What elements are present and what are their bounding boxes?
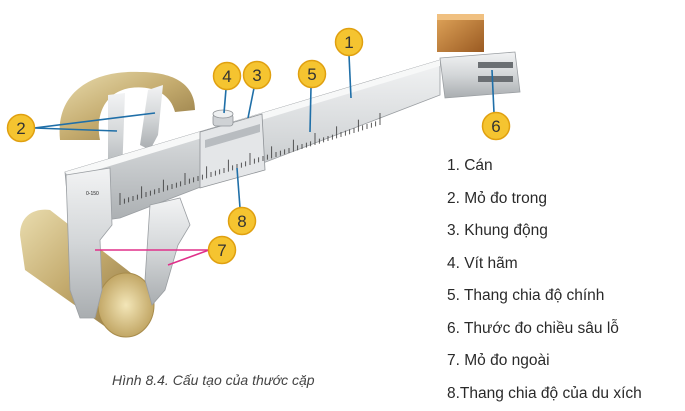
- callout-7: 7: [207, 235, 237, 265]
- svg-text:8: 8: [237, 212, 246, 231]
- svg-text:4: 4: [222, 67, 231, 86]
- fixed-outer-jaw: [65, 167, 113, 319]
- depth-gauge-assembly: [437, 14, 521, 99]
- locking-screw: [212, 109, 234, 127]
- legend-item: 6. Thước đo chiều sâu lỗ: [447, 319, 619, 337]
- callout-2: 2: [6, 113, 36, 143]
- legend-item: 8.Thang chia độ của du xích: [447, 384, 642, 402]
- main-scale-ticks: [119, 113, 381, 205]
- legend-item: 1. Cán: [447, 157, 493, 174]
- brand-mark: 0-150: [86, 191, 99, 197]
- parts-legend: 1. Cán 2. Mỏ đo trong 3. Khung động 4. V…: [447, 150, 642, 410]
- movable-outer-jaw: [144, 197, 191, 306]
- leader-lines: [33, 54, 495, 266]
- svg-text:3: 3: [252, 66, 261, 85]
- svg-text:5: 5: [307, 65, 316, 84]
- figure-caption: Hình 8.4. Cấu tạo của thước cặp: [112, 372, 315, 388]
- svg-text:1: 1: [344, 33, 353, 52]
- legend-item: 4. Vít hãm: [447, 254, 518, 272]
- callout-4: 4: [212, 61, 242, 91]
- legend-item: 2. Mỏ đo trong: [447, 189, 547, 207]
- callout-8: 8: [227, 206, 257, 236]
- legend-item: 7. Mỏ đo ngoài: [447, 352, 550, 369]
- callout-6: 6: [481, 111, 511, 141]
- svg-text:2: 2: [16, 119, 25, 138]
- legend-item: 5. Thang chia độ chính: [447, 287, 605, 304]
- callout-3: 3: [242, 60, 272, 90]
- legend-item: 3. Khung động: [447, 222, 548, 239]
- callout-1: 1: [334, 27, 364, 57]
- svg-text:6: 6: [491, 117, 500, 136]
- callout-5: 5: [297, 59, 327, 89]
- svg-text:7: 7: [217, 241, 226, 260]
